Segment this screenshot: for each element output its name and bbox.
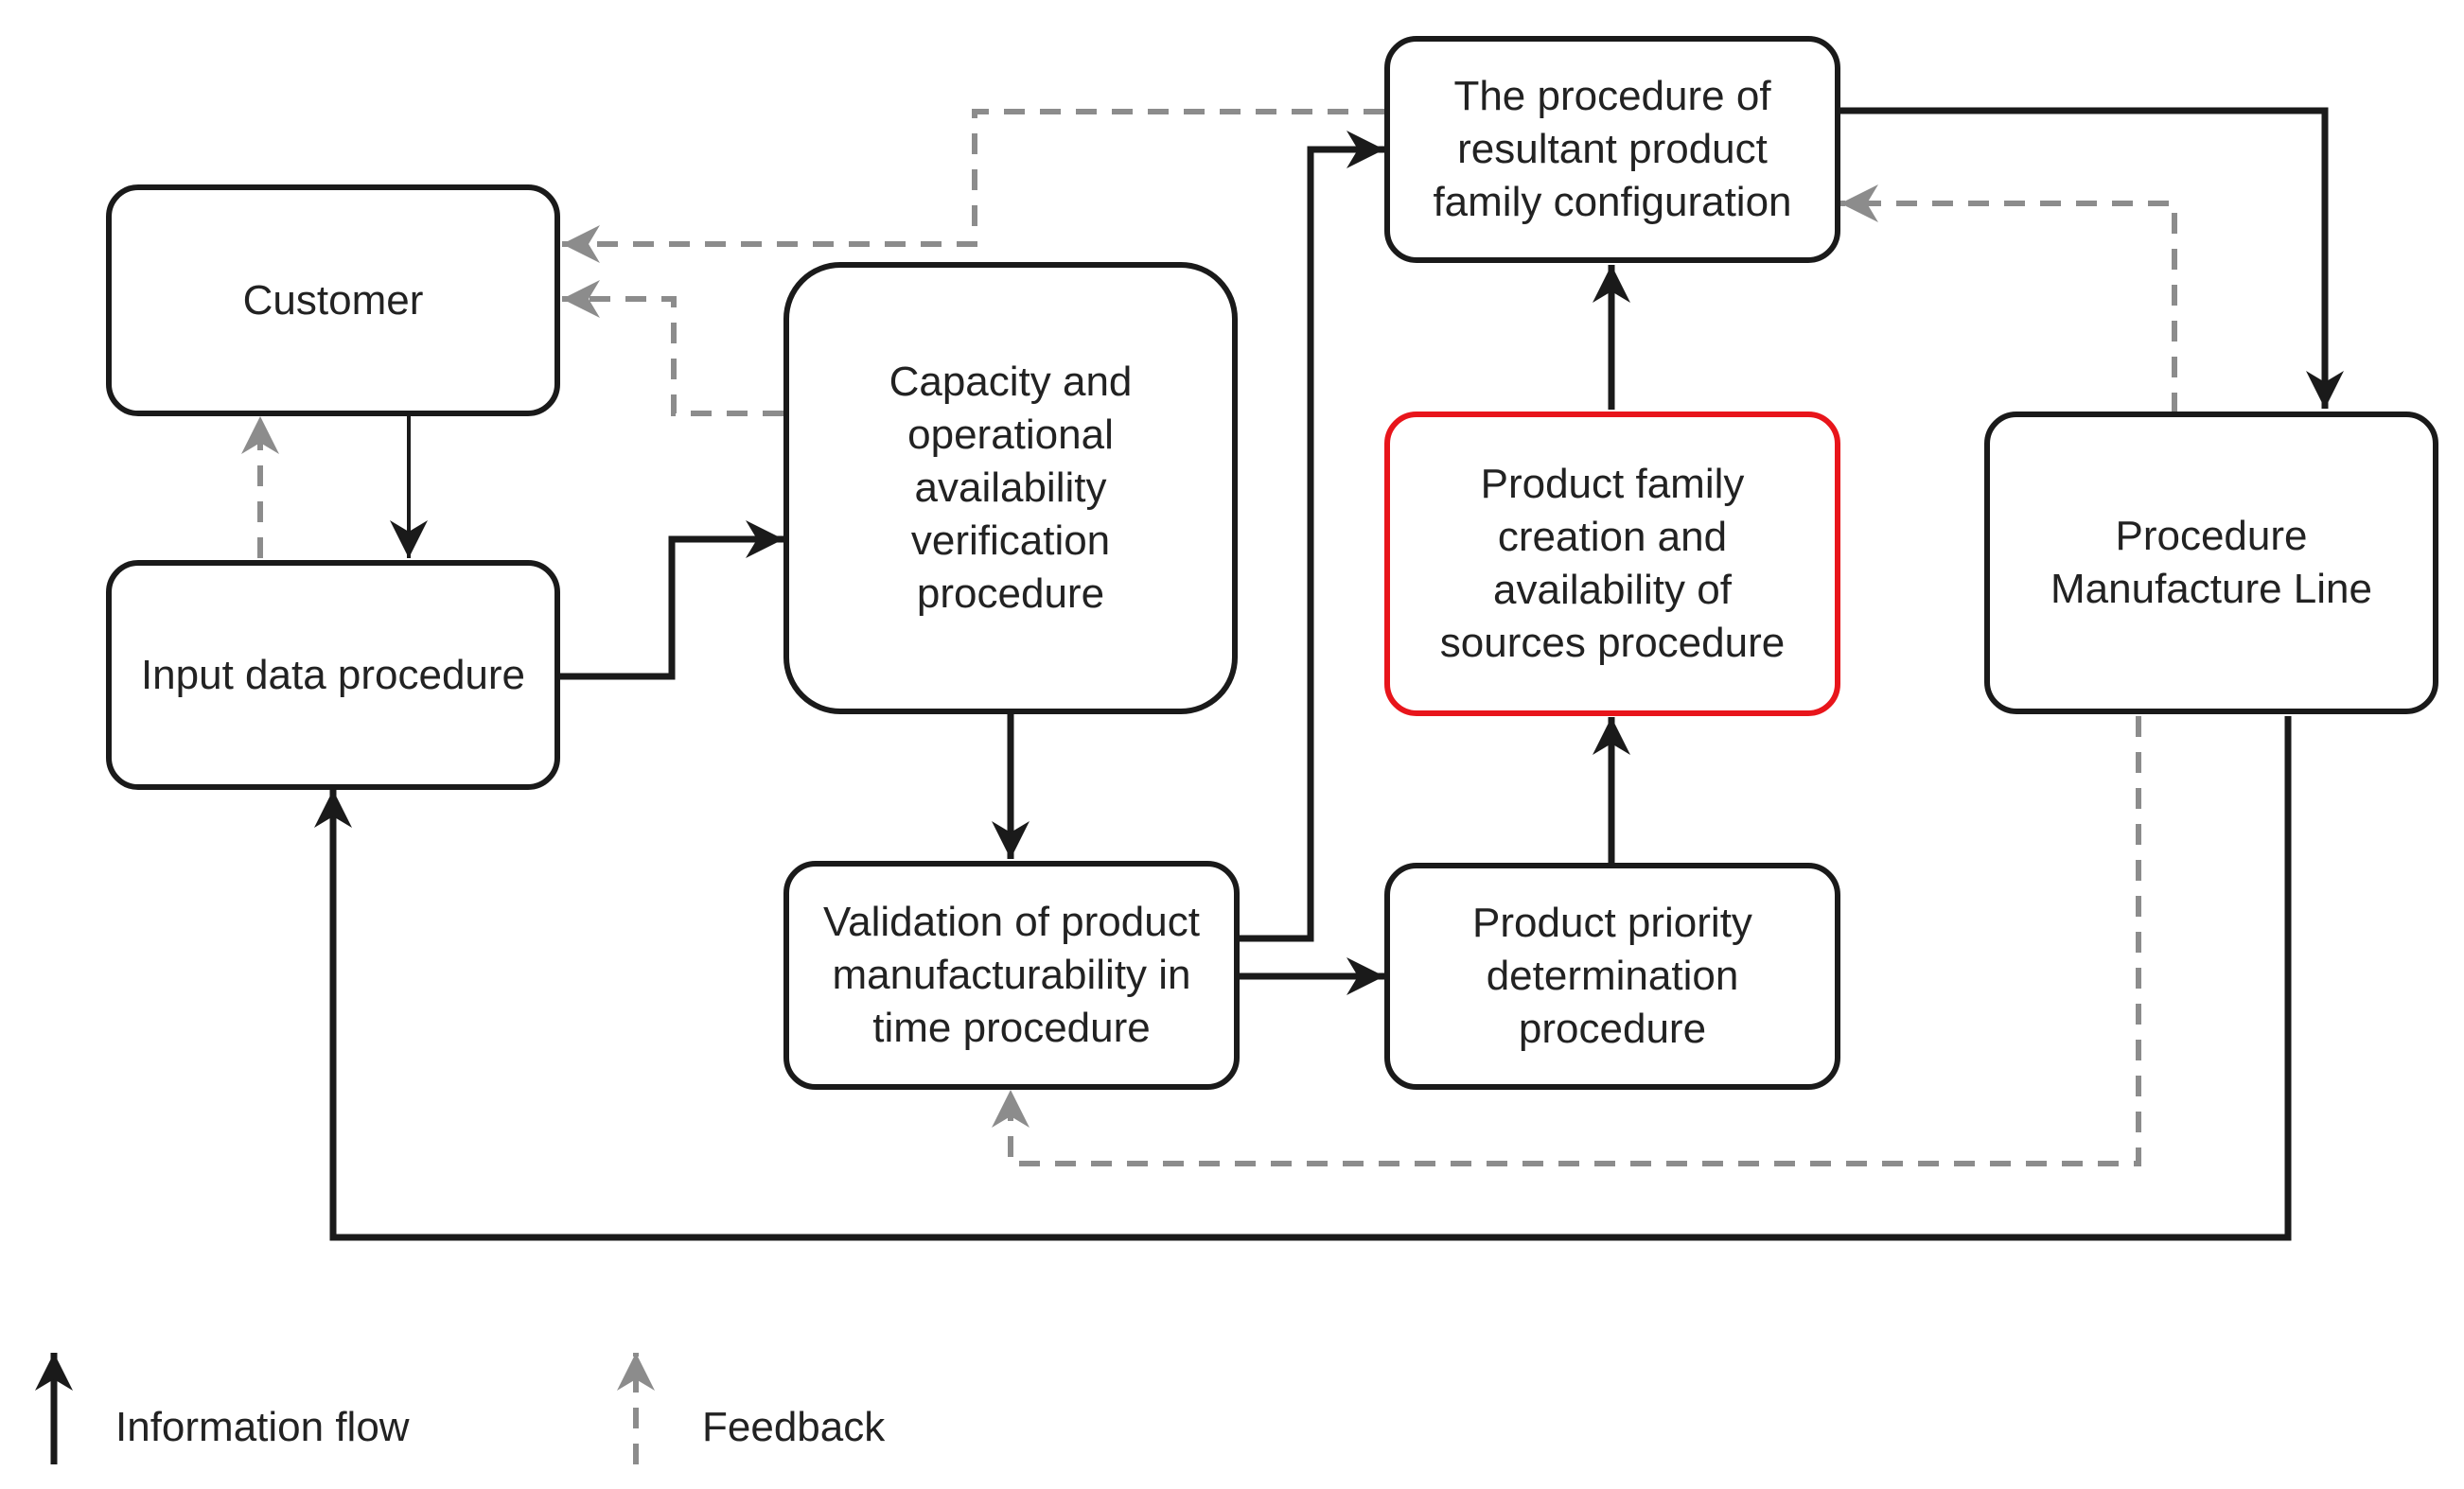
flow-validation-to-resultant	[1240, 131, 1384, 942]
validation-manufacturability-label: Validation of product manufacturability …	[823, 899, 1200, 1051]
capacity-verification-label: Capacity and operational availability ve…	[889, 359, 1133, 617]
capacity-verification-node: Capacity and operational availability ve…	[783, 262, 1238, 714]
manufacture-line-node: Procedure Manufacture Line	[1984, 412, 2438, 714]
family-creation-node: Product family creation and availability…	[1384, 412, 1840, 716]
priority-determination-node: Product priority determination procedure	[1384, 863, 1840, 1090]
feedback-capacity-to-customer	[562, 280, 783, 416]
customer-label: Customer	[242, 276, 424, 324]
manufacture-line-label: Procedure Manufacture Line	[2050, 513, 2372, 612]
flow-input-to-capacity	[560, 520, 783, 680]
input-data-procedure-node: Input data procedure	[106, 560, 560, 790]
priority-determination-label: Product priority determination procedure	[1472, 900, 1752, 1052]
validation-manufacturability-node: Validation of product manufacturability …	[783, 861, 1240, 1090]
family-creation-label: Product family creation and availability…	[1439, 461, 1786, 666]
resultant-configuration-node: The procedure of resultant product famil…	[1384, 36, 1840, 263]
flow-resultant-to-manufacture-line	[1838, 107, 2344, 409]
legend-feedback-label: Feedback	[702, 1404, 886, 1450]
feedback-manufacture-line-to-validation	[992, 716, 2141, 1166]
legend-information-flow-label: Information flow	[115, 1404, 410, 1450]
input-data-procedure-label: Input data procedure	[140, 651, 526, 698]
feedback-resultant-to-customer	[562, 109, 1384, 263]
feedback-manufacture-line-to-resultant	[1840, 184, 2177, 413]
resultant-configuration-label: The procedure of resultant product famil…	[1433, 73, 1792, 225]
customer-node: Customer	[106, 184, 560, 416]
flow-manufacture-line-to-input	[314, 716, 2292, 1241]
